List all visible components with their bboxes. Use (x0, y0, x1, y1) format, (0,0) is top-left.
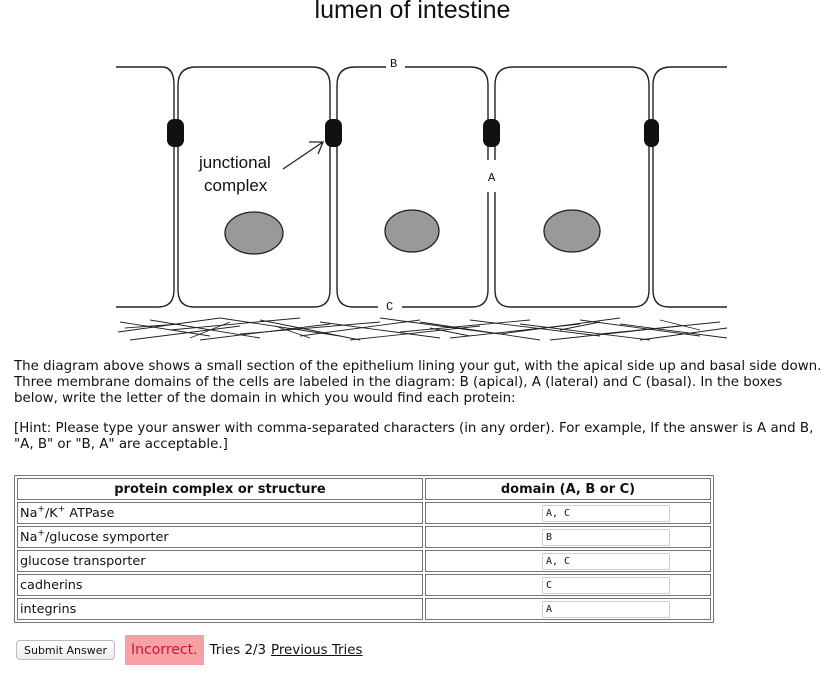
answer-cell: A (425, 598, 711, 620)
answer-cell: B (425, 526, 711, 548)
junction-label-line2: complex (204, 176, 268, 195)
label-b: B (390, 57, 397, 71)
protein-name: glucose transporter (17, 550, 423, 572)
table-row: integrins A (17, 598, 711, 620)
apical-membrane-cell3 (494, 66, 650, 86)
submission-controls: Submit Answer Incorrect. Tries 2/3 Previ… (16, 635, 363, 665)
answer-input[interactable]: C (542, 576, 670, 594)
previous-tries-link[interactable]: Previous Tries (271, 642, 363, 658)
answer-cell: A, C (425, 502, 711, 524)
junction-2 (325, 119, 342, 147)
table-row: Na+/glucose symporter B (17, 526, 711, 548)
junction-4 (644, 119, 659, 147)
answer-cell: C (425, 574, 711, 596)
header-domain: domain (A, B or C) (425, 478, 711, 500)
basal-membrane-cell2b (402, 289, 489, 308)
nucleus-2 (384, 209, 440, 253)
answer-input[interactable]: A, C (542, 504, 670, 522)
apical-membrane-cell1 (177, 66, 331, 86)
apical-membrane-cell2 (336, 66, 386, 86)
answer-input[interactable]: B (542, 528, 670, 546)
nucleus-1 (224, 211, 284, 255)
table-header-row: protein complex or structure domain (A, … (17, 478, 711, 500)
answer-input[interactable]: A (542, 600, 670, 618)
apical-membrane-cell2b (405, 66, 489, 86)
feedback-badge: Incorrect. (125, 635, 204, 665)
tries-count: Tries 2/3 (209, 642, 266, 658)
diagram-title: lumen of intestine (314, 0, 511, 24)
basal-membrane-cell1 (177, 289, 331, 308)
protein-name: cadherins (17, 574, 423, 596)
label-c: C (386, 300, 393, 314)
apical-membrane-right-edge (652, 66, 727, 86)
protein-name: Na+/glucose symporter (17, 526, 423, 548)
answer-cell: A, C (425, 550, 711, 572)
apical-membrane-left-edge (116, 66, 175, 86)
basal-membrane-left-edge (116, 289, 175, 308)
junction-arrowhead (309, 141, 324, 155)
hint-paragraph: [Hint: Please type your answer with comm… (14, 421, 814, 452)
junction-arrow (282, 141, 324, 170)
basal-membrane-right-edge (652, 289, 727, 308)
nucleus-3 (543, 209, 601, 253)
question-text: The diagram above shows a small section … (14, 359, 826, 467)
basal-membrane-cell3 (494, 289, 650, 308)
basement-membrane-fibers (117, 317, 728, 341)
basal-membrane-cell2 (336, 289, 378, 308)
question-paragraph: The diagram above shows a small section … (14, 359, 822, 406)
answer-input[interactable]: A, C (542, 552, 670, 570)
label-a: A (488, 171, 496, 185)
junction-3 (483, 119, 500, 147)
protein-name: integrins (17, 598, 423, 620)
epithelium-diagram: B A C junctional complex (116, 57, 728, 341)
table-row: cadherins C (17, 574, 711, 596)
junction-label-line1: junctional (198, 153, 271, 172)
answer-table: protein complex or structure domain (A, … (14, 475, 714, 623)
protein-name: Na+/K+ ATPase (17, 502, 423, 524)
submit-answer-button[interactable]: Submit Answer (16, 640, 116, 660)
junction-1 (167, 119, 184, 147)
table-row: glucose transporter A, C (17, 550, 711, 572)
header-protein: protein complex or structure (17, 478, 423, 500)
table-row: Na+/K+ ATPase A, C (17, 502, 711, 524)
